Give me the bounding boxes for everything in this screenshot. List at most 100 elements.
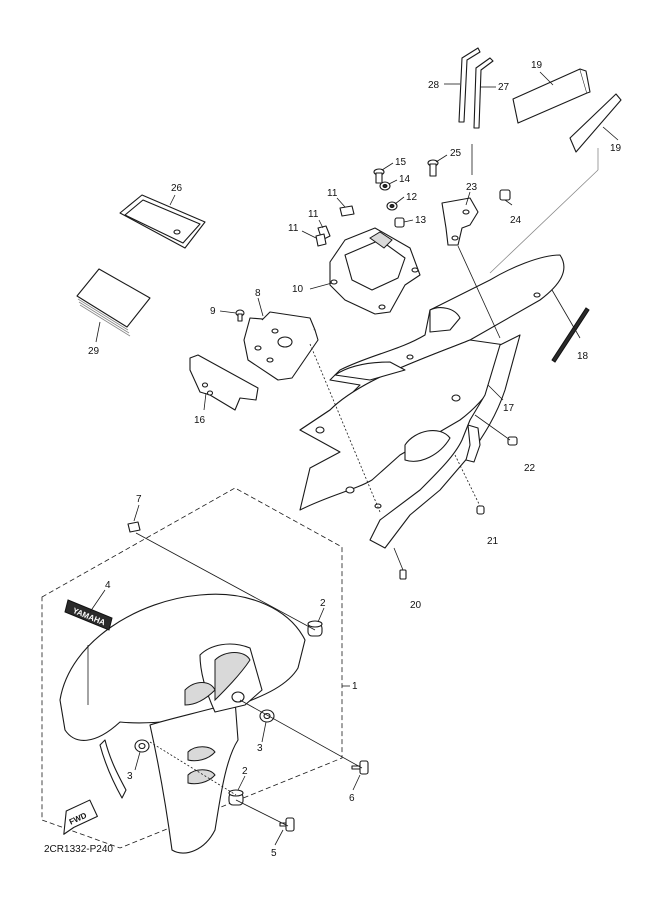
bolt-6 xyxy=(351,760,369,775)
leader-18 xyxy=(551,289,581,339)
hex-wrench-28 xyxy=(458,47,481,123)
callout-7: 7 xyxy=(136,494,142,505)
leader-3a xyxy=(261,721,267,743)
bolt-15 xyxy=(373,168,385,184)
callout-27: 27 xyxy=(498,82,510,93)
hex-wrench-27 xyxy=(473,57,494,129)
callout-29: 29 xyxy=(88,346,100,357)
leader-6b xyxy=(352,774,361,791)
callout-4: 4 xyxy=(105,580,111,591)
callout-10: 10 xyxy=(292,284,304,295)
callout-23: 23 xyxy=(466,182,478,193)
pad-19a xyxy=(512,68,591,124)
leader-24 xyxy=(504,199,513,206)
leader-23-down xyxy=(457,245,501,339)
leader-19-diag xyxy=(489,169,599,274)
callout-20: 20 xyxy=(410,600,422,611)
callout-18: 18 xyxy=(577,351,589,362)
helmet-holder-23 xyxy=(441,197,479,246)
callout-28: 28 xyxy=(428,80,440,91)
leader-20 xyxy=(393,547,404,571)
leader-3bb xyxy=(134,751,141,771)
callout-2a: 2 xyxy=(320,598,326,609)
washer-12 xyxy=(386,201,398,211)
bolt-25 xyxy=(427,159,439,177)
nut-7 xyxy=(127,521,141,533)
leader-4 xyxy=(89,589,106,613)
leader-13 xyxy=(403,219,414,223)
callout-3b: 3 xyxy=(127,771,133,782)
seal-strip-18 xyxy=(551,307,590,363)
collar-3a xyxy=(259,709,275,723)
leader-15 xyxy=(381,162,394,171)
callout-11b: 11 xyxy=(308,209,319,220)
callout-labels: 1 2 2 3 3 4 5 6 7 8 9 10 11 11 11 12 13 … xyxy=(88,60,622,859)
leader-25 xyxy=(435,154,448,163)
callout-17: 17 xyxy=(503,403,515,414)
callout-8: 8 xyxy=(255,288,261,299)
rear-fender-cowl xyxy=(299,254,565,549)
front-fender xyxy=(59,593,306,854)
callout-16: 16 xyxy=(194,415,206,426)
nut-13 xyxy=(394,217,405,228)
nut-22 xyxy=(507,436,518,446)
callout-15: 15 xyxy=(395,157,407,168)
callout-3a: 3 xyxy=(257,743,263,754)
leader-11c xyxy=(301,230,317,239)
collar-3b xyxy=(134,739,150,753)
yamaha-decal: YAMAHA xyxy=(64,599,113,631)
cover-plate-16 xyxy=(189,354,259,411)
seat-lock-bracket xyxy=(243,311,319,381)
leader-11b xyxy=(318,219,324,229)
owners-manual-29 xyxy=(76,268,151,337)
leader-12 xyxy=(394,196,405,205)
fwd-arrow: FWD xyxy=(63,799,98,835)
spring-24 xyxy=(499,189,511,201)
callout-21: 21 xyxy=(487,536,499,547)
pad-19b xyxy=(569,93,622,153)
callout-14: 14 xyxy=(399,174,411,185)
leader-19a xyxy=(539,71,554,86)
leader-5b xyxy=(274,829,284,846)
screw-20 xyxy=(399,569,407,580)
screw-9 xyxy=(235,309,245,322)
rear-bracket xyxy=(465,424,481,463)
callout-26: 26 xyxy=(171,183,183,194)
leader-3b xyxy=(149,741,237,796)
leader-2a xyxy=(317,607,325,623)
callout-1: 1 xyxy=(352,681,358,692)
leader-11a xyxy=(336,197,346,208)
leader-19b xyxy=(602,126,619,141)
callout-2b: 2 xyxy=(242,766,248,777)
callout-9: 9 xyxy=(210,306,216,317)
leader-22 xyxy=(474,414,511,441)
bolt-5 xyxy=(279,817,295,832)
callout-5: 5 xyxy=(271,848,277,859)
callout-25: 25 xyxy=(450,148,462,159)
callout-11c: 11 xyxy=(288,223,299,234)
callout-19a: 19 xyxy=(531,60,543,71)
screw-21 xyxy=(476,505,485,515)
leader-10 xyxy=(309,282,333,290)
leader-8 xyxy=(257,297,264,317)
leader-9 xyxy=(219,310,237,314)
callout-12: 12 xyxy=(406,192,418,203)
callout-22: 22 xyxy=(524,463,536,474)
clip-11c xyxy=(315,233,327,247)
leader-7b xyxy=(133,504,140,522)
front-fender-assembly-frame xyxy=(41,487,343,849)
tray-bracket xyxy=(329,227,421,315)
leader-23 xyxy=(465,191,471,206)
callout-11a: 11 xyxy=(327,188,338,199)
leader-5 xyxy=(235,799,289,827)
callout-19b: 19 xyxy=(610,143,622,154)
tool-bag-26 xyxy=(119,194,206,249)
leader-17 xyxy=(487,384,504,401)
callout-13: 13 xyxy=(415,215,427,226)
leader-6 xyxy=(239,699,363,769)
callout-24: 24 xyxy=(510,215,522,226)
grommet-2a xyxy=(307,620,323,637)
diagram-code: 2CR1332-P240 xyxy=(44,844,113,855)
